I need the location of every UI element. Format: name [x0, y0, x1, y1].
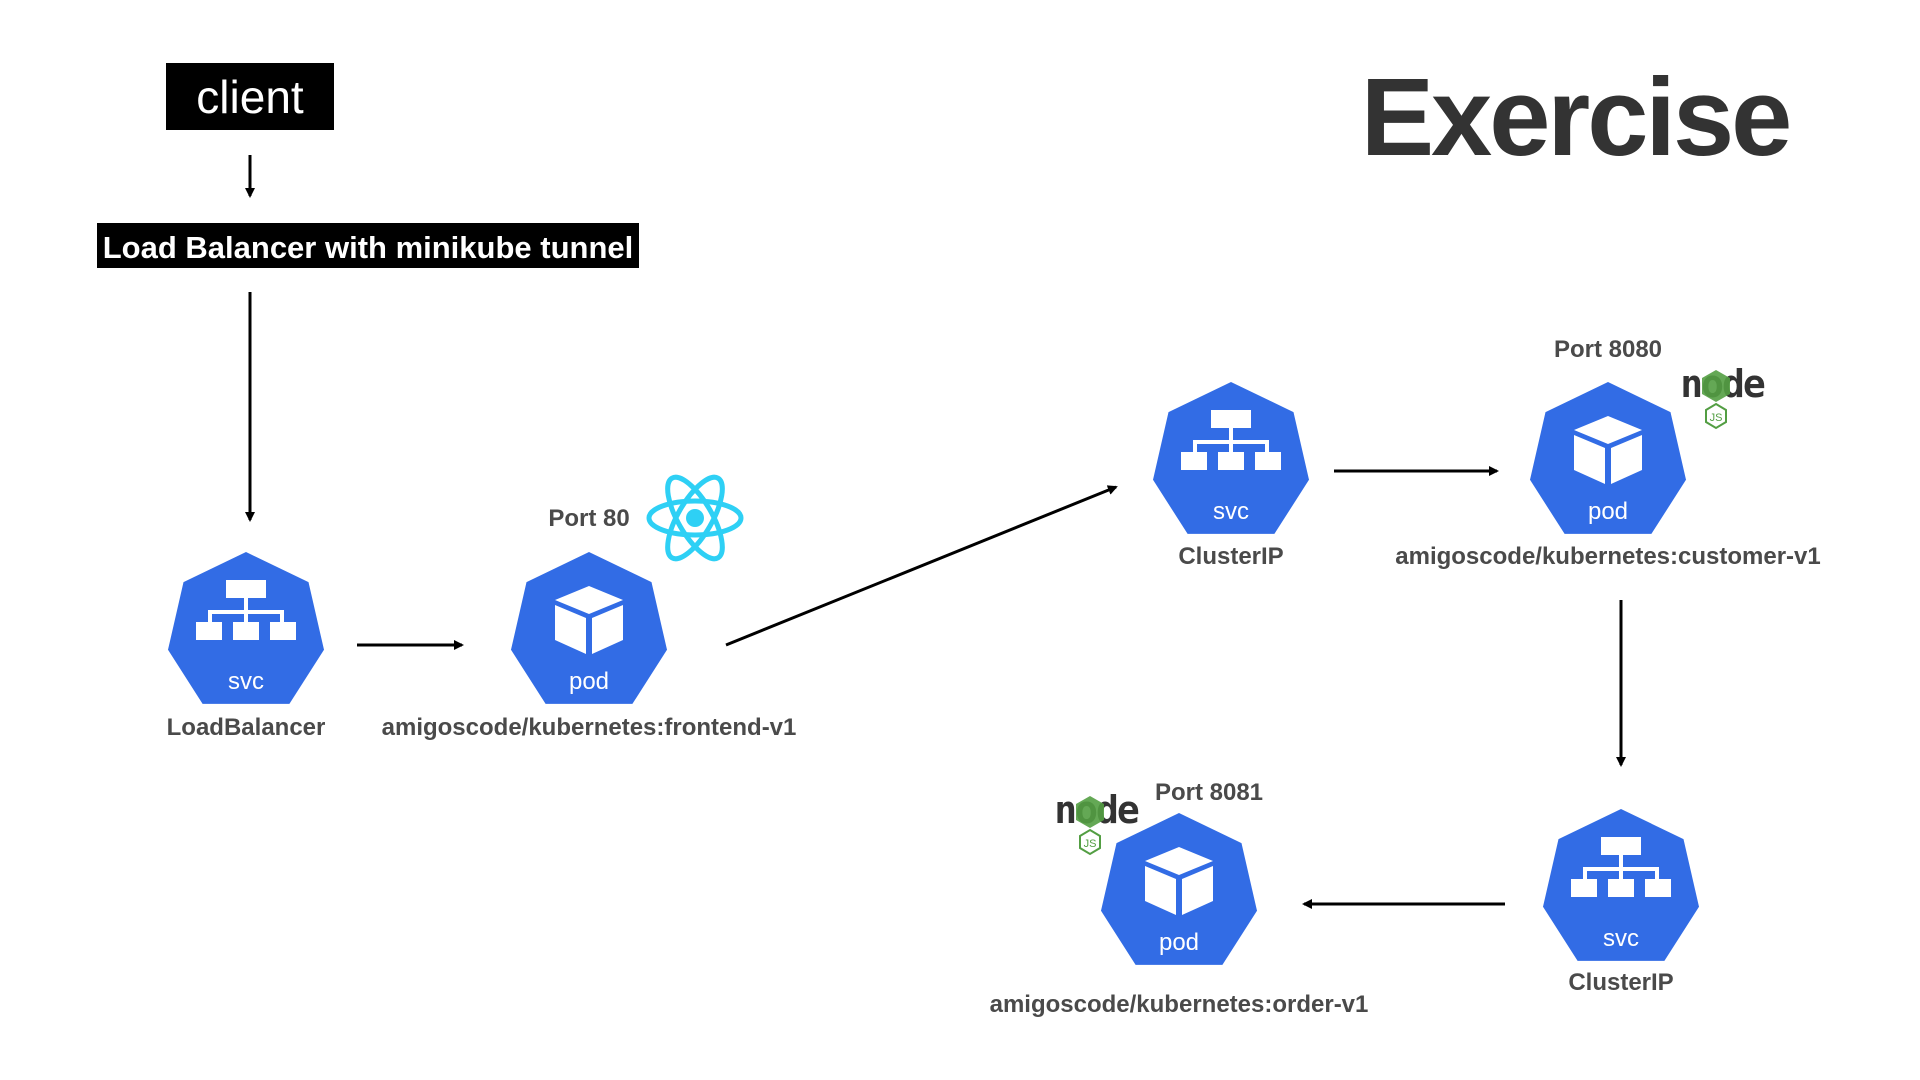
load-balancer-box: Load Balancer with minikube tunnel	[97, 223, 639, 268]
customer-clusterip-svc-node: svc	[1153, 382, 1309, 534]
nodejs-badge: JS	[1710, 412, 1723, 424]
customer-pod-caption: amigoscode/kubernetes:customer-v1	[1395, 543, 1820, 570]
svc-icon-text: svc	[228, 668, 264, 695]
pod-icon-text: pod	[1159, 929, 1199, 956]
order-clusterip-svc-node: svc	[1543, 809, 1699, 961]
order-port-label: Port 8081	[1155, 779, 1263, 806]
client-label: client	[196, 71, 304, 123]
pod-icon-text: pod	[569, 668, 609, 695]
frontend-pod-caption: amigoscode/kubernetes:frontend-v1	[382, 714, 797, 741]
nodejs-icon: node JS	[1054, 788, 1141, 856]
nodejs-badge: JS	[1084, 838, 1097, 850]
react-icon	[649, 470, 741, 567]
customer-pod-node: pod	[1530, 382, 1686, 534]
client-box: client	[166, 63, 334, 130]
order-pod-caption: amigoscode/kubernetes:order-v1	[990, 991, 1369, 1018]
svc-icon-text: svc	[1213, 498, 1249, 525]
order-clusterip-caption: ClusterIP	[1568, 969, 1673, 996]
svc-icon-text: svc	[1603, 925, 1639, 952]
load-balancer-label: Load Balancer with minikube tunnel	[103, 230, 634, 265]
frontend-pod-node: pod	[511, 552, 667, 704]
loadbalancer-svc-node: svc	[168, 552, 324, 704]
customer-clusterip-caption: ClusterIP	[1178, 543, 1283, 570]
customer-port-label: Port 8080	[1554, 336, 1662, 363]
frontend-port-label: Port 80	[548, 505, 629, 532]
pod-icon-text: pod	[1588, 498, 1628, 525]
loadbalancer-caption: LoadBalancer	[167, 714, 326, 741]
page-title: Exercise	[1361, 56, 1790, 179]
nodejs-icon: node JS	[1680, 362, 1767, 430]
order-pod-node: pod	[1101, 813, 1257, 965]
arrow-frontend-to-customer-svc	[725, 485, 1118, 647]
